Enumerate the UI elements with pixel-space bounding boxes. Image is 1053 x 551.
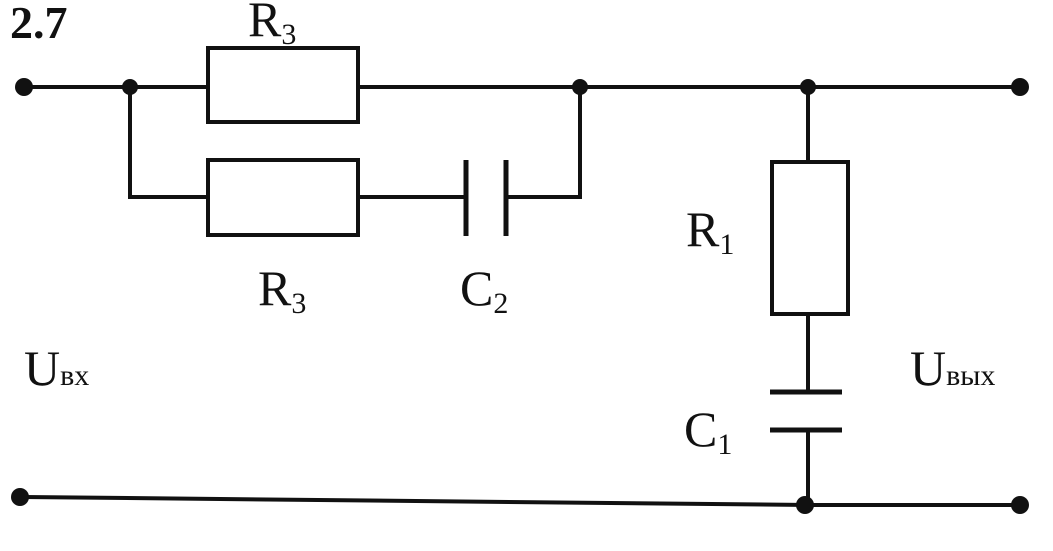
label-r3-bottom: R3 <box>258 260 306 320</box>
figure-number: 2.7 <box>10 0 68 48</box>
label-u-input: Uвх <box>24 340 89 396</box>
node-branch-join <box>572 79 588 95</box>
terminal-output-top <box>1011 78 1029 96</box>
terminal-input-bottom <box>11 488 29 506</box>
nodes <box>11 78 1029 514</box>
node-shunt-bottom <box>796 496 814 514</box>
wires <box>21 85 1020 508</box>
capacitor-c1 <box>770 389 842 433</box>
label-u-output: Uвых <box>910 340 995 396</box>
label-c2: C2 <box>460 260 508 320</box>
resistor-r3-bottom <box>206 158 360 237</box>
label-r3-top: R3 <box>248 0 296 51</box>
terminal-input-top <box>15 78 33 96</box>
node-branch-split <box>122 79 138 95</box>
label-c1: C1 <box>684 401 732 461</box>
capacitor-c2 <box>463 160 509 236</box>
resistor-r1 <box>770 160 850 316</box>
resistor-r3-top <box>206 46 360 124</box>
wire-bottom-rail <box>21 494 811 508</box>
label-r1: R1 <box>686 201 734 261</box>
terminal-output-bottom <box>1011 496 1029 514</box>
node-shunt-top <box>800 79 816 95</box>
